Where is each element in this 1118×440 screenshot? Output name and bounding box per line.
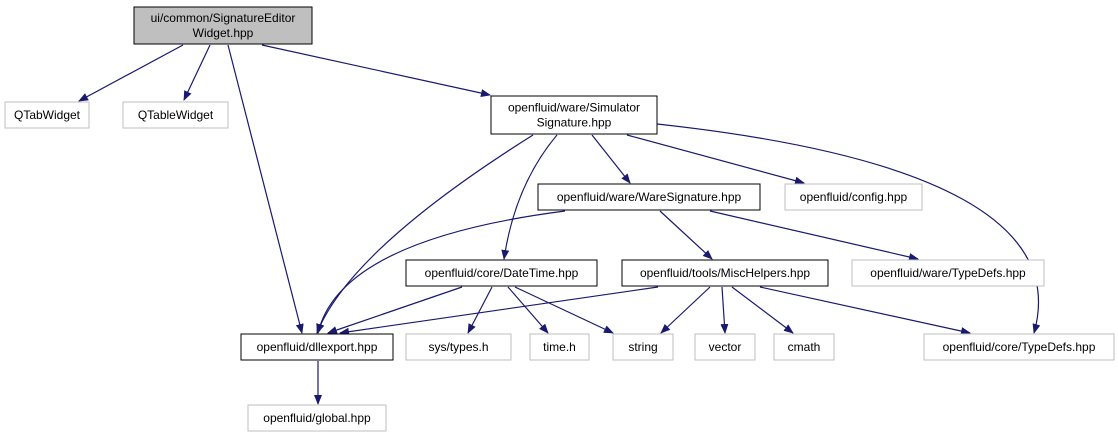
node-box-qtablewidget [122,101,229,129]
edge-simsig-to-waresig [591,134,631,184]
node-box-datetime [405,259,598,287]
node-box-qtabwidget [4,101,90,129]
node-label-waresig: openfluid/ware/WareSignature.hpp [557,190,742,204]
node-cmath[interactable]: cmath [773,333,835,361]
node-qtabwidget[interactable]: QTabWidget [4,101,90,129]
node-label-simsig-line2: Signature.hpp [537,116,612,130]
node-box-string [612,333,674,361]
edge-root-to-qtabwidget [78,44,184,102]
node-box-vector [694,333,756,361]
edge-waresig-to-waretypedefs [709,210,919,261]
edge-mischelpers-to-string [660,286,711,334]
edge-waresig-to-mischelpers [659,210,713,260]
node-dllexport[interactable]: openfluid/dllexport.hpp [240,333,394,361]
node-systypes[interactable]: sys/types.h [405,333,512,361]
edge-waresig-to-dllexport [316,210,566,334]
node-label-mischelpers: openfluid/tools/MiscHelpers.hpp [640,266,810,280]
edge-datetime-to-systypes [467,286,493,334]
edge-datetime-to-dllexport [327,286,463,334]
node-coretypedefs[interactable]: openfluid/core/TypeDefs.hpp [923,333,1115,361]
node-box-root [133,6,313,45]
edge-root-to-qtablewidget [183,44,211,101]
node-box-waresig [537,183,761,211]
node-box-timeh [529,333,590,361]
node-qtablewidget[interactable]: QTableWidget [122,101,229,129]
node-box-cmath [773,333,835,361]
edge-mischelpers-to-dllexport [339,286,659,336]
node-box-systypes [405,333,512,361]
node-box-global [247,404,387,432]
node-label-cmath: cmath [788,340,821,354]
edge-mischelpers-to-vector [720,286,729,334]
node-label-datetime: openfluid/core/DateTime.hpp [425,266,579,280]
node-label-dllexport: openfluid/dllexport.hpp [257,340,378,354]
node-box-config [784,183,923,211]
node-label-simsig-line1: openfluid/ware/Simulator [508,101,640,115]
node-label-qtablewidget: QTableWidget [138,108,214,122]
edge-datetime-to-string [514,286,614,334]
node-datetime[interactable]: openfluid/core/DateTime.hpp [405,259,598,287]
node-label-global: openfluid/global.hpp [263,411,371,425]
node-label-waretypedefs: openfluid/ware/TypeDefs.hpp [870,266,1026,280]
node-box-coretypedefs [923,333,1115,361]
node-label-config: openfluid/config.hpp [800,190,908,204]
node-waresig[interactable]: openfluid/ware/WareSignature.hpp [537,183,761,211]
edge-simsig-to-coretypedefs [656,123,1041,334]
node-label-root-line1: ui/common/SignatureEditor [151,11,296,25]
edges-layer [78,44,1041,405]
node-string[interactable]: string [612,333,674,361]
node-box-mischelpers [621,259,829,287]
node-global[interactable]: openfluid/global.hpp [247,404,387,432]
node-waretypedefs[interactable]: openfluid/ware/TypeDefs.hpp [851,259,1045,287]
nodes-layer: ui/common/SignatureEditorWidget.hppQTabW… [4,6,1115,432]
node-label-qtabwidget: QTabWidget [14,108,81,122]
edge-root-to-dllexport [227,44,304,334]
edge-datetime-to-timeh [507,286,549,334]
node-vector[interactable]: vector [694,333,756,361]
edge-simsig-to-config [626,134,805,185]
node-box-dllexport [240,333,394,361]
edge-root-to-simsig [261,44,491,97]
edge-simsig-to-datetime [501,134,558,260]
node-label-root-line2: Widget.hpp [193,26,254,40]
node-label-string: string [628,340,657,354]
node-mischelpers[interactable]: openfluid/tools/MiscHelpers.hpp [621,259,829,287]
node-label-systypes: sys/types.h [428,340,488,354]
node-timeh[interactable]: time.h [529,333,590,361]
node-label-vector: vector [709,340,742,354]
node-label-timeh: time.h [543,340,576,354]
edge-mischelpers-to-cmath [731,286,794,334]
node-config[interactable]: openfluid/config.hpp [784,183,923,211]
edge-mischelpers-to-coretypedefs [759,286,971,335]
edge-simsig-to-dllexport [316,134,534,334]
node-box-waretypedefs [851,259,1045,287]
node-box-simsig [490,95,658,135]
node-label-coretypedefs: openfluid/core/TypeDefs.hpp [943,340,1096,354]
